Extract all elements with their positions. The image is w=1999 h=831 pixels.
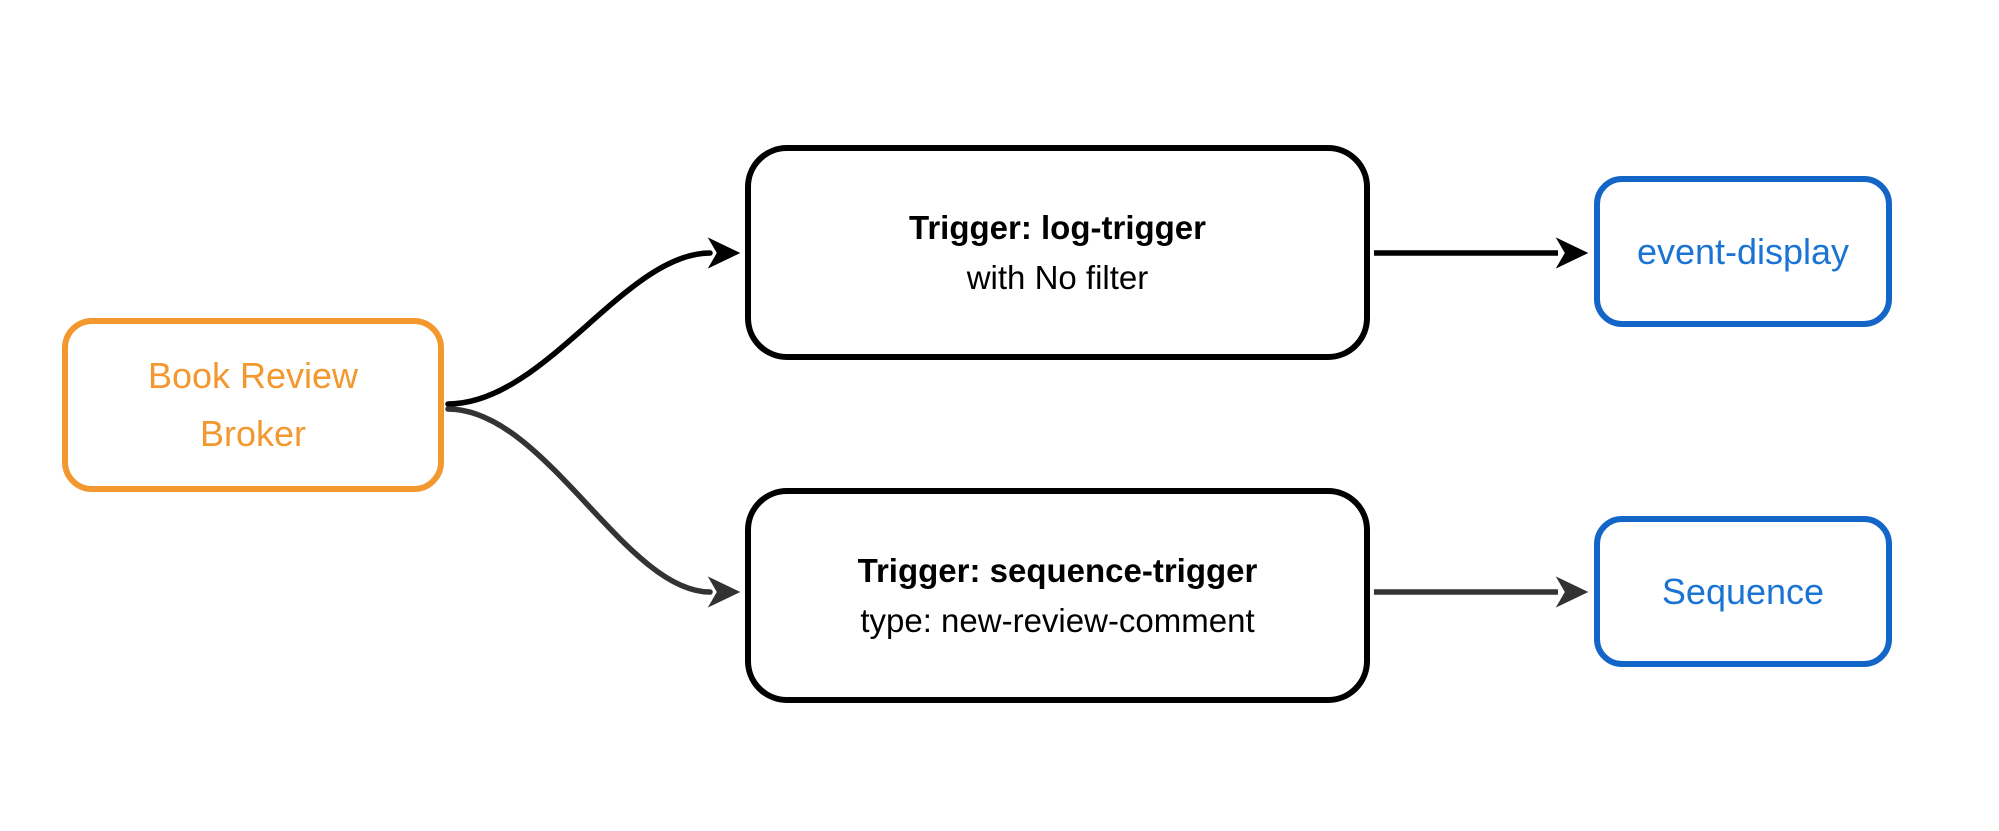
node-sequence-trigger: Trigger: sequence-trigger type: new-revi… <box>745 488 1370 703</box>
log-trigger-subtitle: with No filter <box>966 258 1149 296</box>
edge-broker-to-sequence-trigger <box>445 406 741 608</box>
node-log-trigger: Trigger: log-trigger with No filter <box>745 145 1370 360</box>
broker-label-line1: Book Review <box>147 355 359 397</box>
sequence-label: Sequence <box>1661 570 1825 612</box>
event-display-label: event-display <box>1636 230 1850 272</box>
node-sequence: Sequence <box>1594 516 1892 667</box>
log-trigger-title: Trigger: log-trigger <box>909 209 1206 246</box>
node-event-display: event-display <box>1594 176 1892 327</box>
sequence-trigger-subtitle: type: new-review-comment <box>860 601 1255 639</box>
broker-label-line2: Broker <box>199 413 307 454</box>
edge-broker-to-log-trigger <box>445 237 741 407</box>
sequence-trigger-title: Trigger: sequence-trigger <box>857 552 1258 589</box>
node-book-review-broker: Book Review Broker <box>62 318 444 492</box>
